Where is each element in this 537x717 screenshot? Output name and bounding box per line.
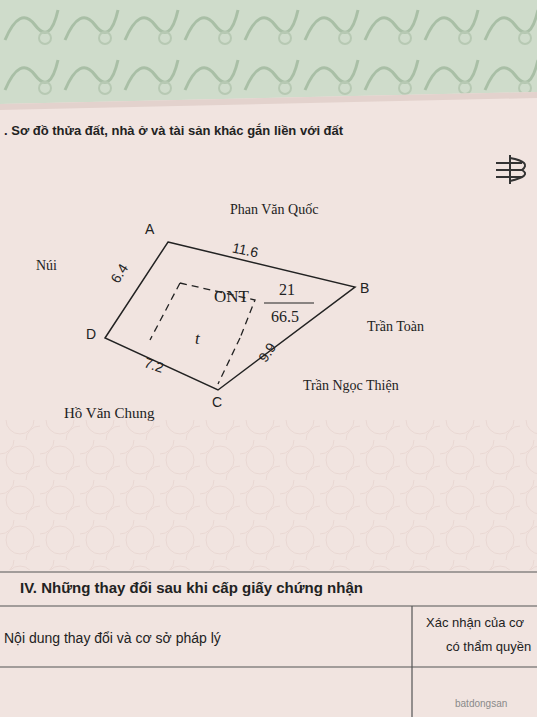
section-heading: . Sơ đồ thửa đất, nhà ở và tài sản khác … (4, 124, 343, 138)
land-use-code: ONT (214, 288, 249, 307)
parcel-outline (96, 232, 366, 402)
corner-letter: B (360, 281, 369, 296)
table-cell: Nội dung thay đổi và cơ sở pháp lý (4, 631, 221, 646)
neighbor-name: Núi (36, 258, 57, 273)
neighbor-name: Hồ Văn Chung (64, 405, 155, 422)
corner-letter: A (145, 222, 154, 237)
dimension: 9.9 (256, 340, 280, 365)
table-heading: IV. Những thay đổi sau khi cấp giấy chứn… (20, 580, 363, 597)
table-cell: Xác nhận của cơ (426, 616, 524, 630)
neighbor-name: Trần Ngọc Thiện (303, 378, 399, 393)
watermark: batdongsan (455, 698, 507, 709)
house-mark: t (195, 330, 200, 349)
land-parcel: ONT 21 66.5 t (96, 232, 366, 402)
parcel-number: 21 (279, 281, 295, 299)
corner-letter: C (212, 395, 222, 410)
parcel-area: 66.5 (271, 308, 299, 326)
neighbor-name: Trần Toàn (367, 319, 424, 334)
dimension: 6.4 (108, 261, 131, 286)
table-cell: có thẩm quyền (446, 640, 531, 654)
dimension: 7.2 (142, 355, 165, 376)
corner-letter: D (86, 327, 96, 342)
neighbor-name: Phan Văn Quốc (230, 202, 318, 217)
